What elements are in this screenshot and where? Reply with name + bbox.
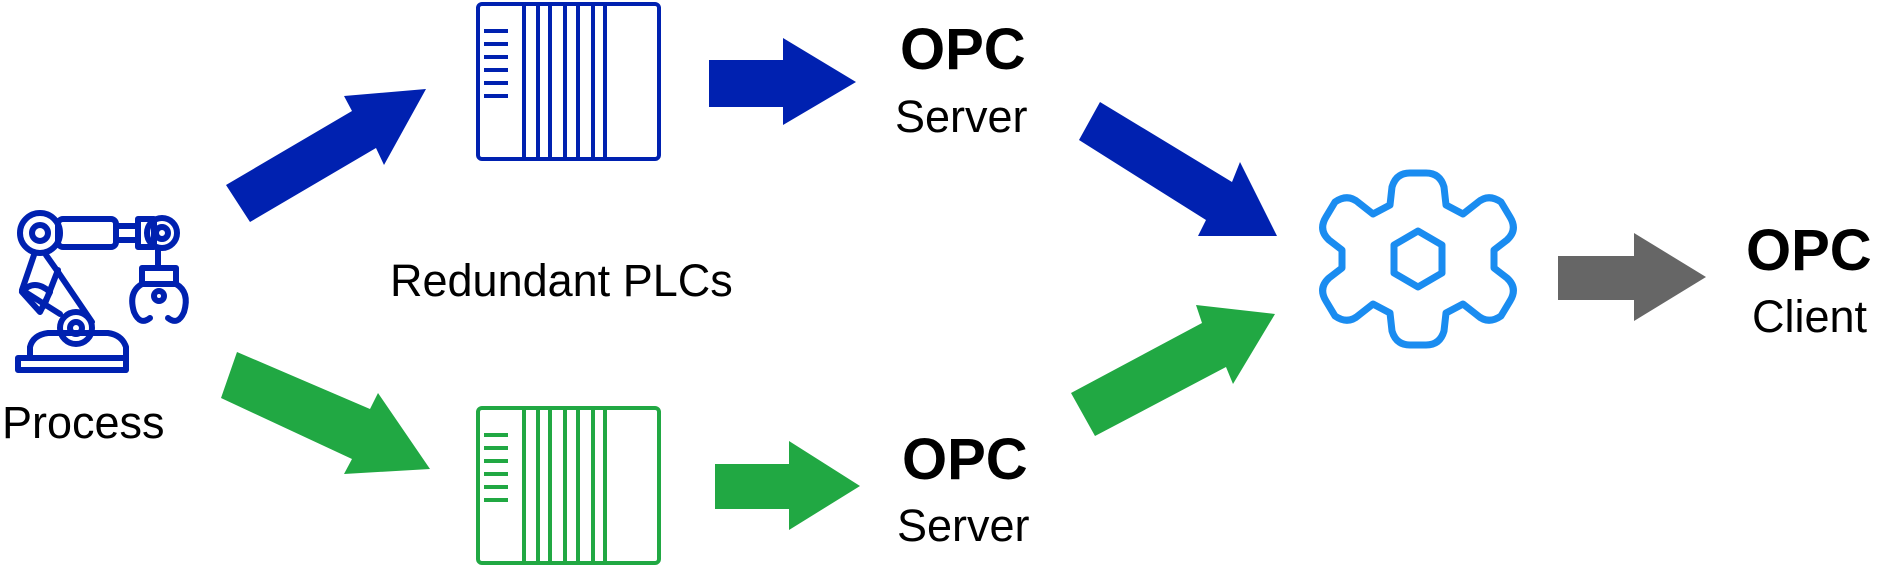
arrow-secondary-plc-to-server bbox=[715, 441, 860, 530]
robot-arm-icon bbox=[15, 210, 189, 373]
bottom-server-label: Server bbox=[897, 500, 1030, 551]
gear-icon bbox=[1319, 169, 1517, 349]
redundant-plcs-label: Redundant PLCs bbox=[390, 255, 733, 306]
arrow-top-server-to-gear bbox=[1079, 102, 1277, 236]
secondary-plc-icon bbox=[476, 406, 661, 565]
arrow-process-to-primary-plc bbox=[226, 89, 426, 222]
bottom-opc-label: OPC bbox=[902, 427, 1028, 492]
process-label: Process bbox=[2, 397, 165, 448]
top-server-label: Server bbox=[895, 91, 1028, 142]
client-opc-label: OPC bbox=[1746, 218, 1872, 283]
arrow-gear-to-client bbox=[1558, 233, 1706, 321]
primary-plc-icon bbox=[476, 2, 661, 161]
client-label: Client bbox=[1752, 291, 1868, 342]
arrow-process-to-secondary-plc bbox=[221, 352, 430, 474]
top-opc-label: OPC bbox=[900, 17, 1026, 82]
arrow-primary-plc-to-server bbox=[709, 38, 856, 125]
arrow-bottom-server-to-gear bbox=[1071, 305, 1275, 436]
